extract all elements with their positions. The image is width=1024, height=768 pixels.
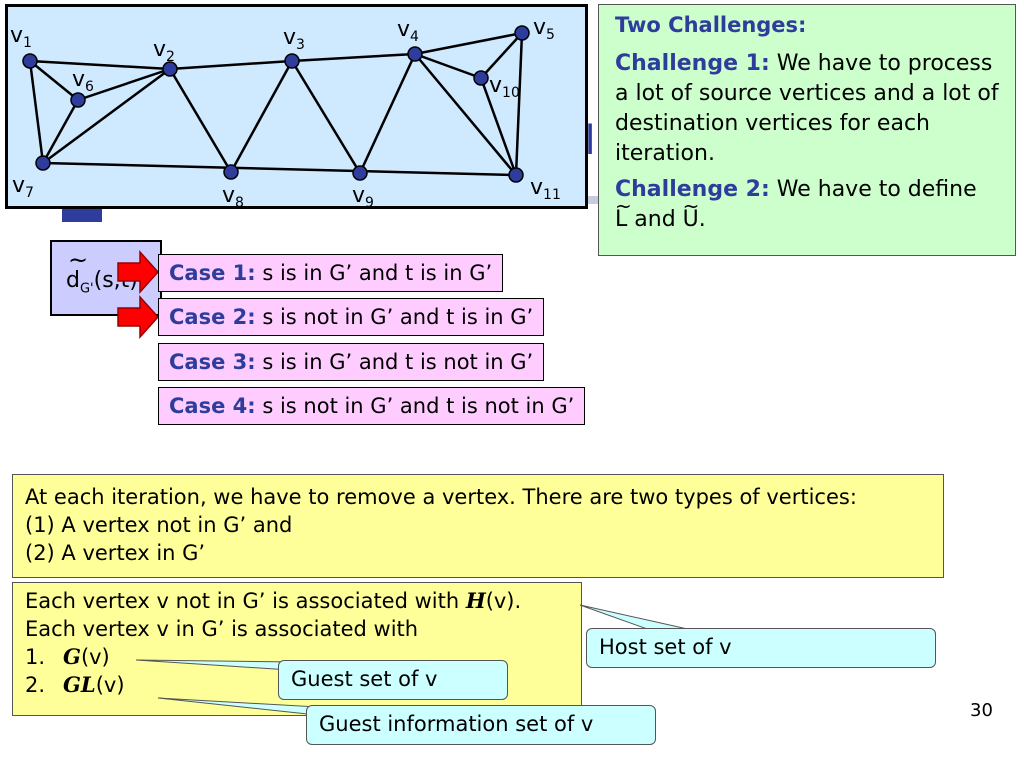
iteration-line-3: (2) A vertex in G’ <box>25 541 206 565</box>
host-set-symbol: H <box>465 588 486 613</box>
case-2-box: Case 2: s is not in G’ and t is in G’ <box>158 298 545 336</box>
challenge-2-text: We have to define <box>776 177 977 202</box>
graph-edge-v4-v11 <box>414 53 517 176</box>
graph-edge-v5-v11 <box>514 32 524 176</box>
graph-label-v2: v2 <box>153 37 175 65</box>
host-set-callout: Host set of v <box>586 628 936 668</box>
graph-edge-v9-v4 <box>358 53 417 174</box>
distance-tilde: ~ <box>68 246 89 274</box>
association-item-1: 1.G(v) <box>25 644 110 669</box>
graph-edge-v10-v11 <box>479 77 518 176</box>
case-4-box: Case 4: s is not in G’ and t is not in G… <box>158 387 586 425</box>
distance-subscript: G' <box>79 281 94 297</box>
graph-edge-v1-v6 <box>29 60 79 101</box>
graph-node-v1 <box>22 53 38 69</box>
u-tilde-symbol: ~U <box>682 194 700 232</box>
graph-node-v10 <box>473 70 489 86</box>
challenge-2-period: . <box>698 207 706 232</box>
graph-label-v3: v3 <box>283 25 305 53</box>
guest-info-set-callout: Guest information set of v <box>306 705 656 745</box>
guest-set-callout: Guest set of v <box>278 660 508 700</box>
association-item-2: 2.GL(v) <box>25 672 125 697</box>
case-text: s is not in G’ and t is in G’ <box>262 305 534 329</box>
graph-nodes <box>22 25 530 183</box>
graph-node-v2 <box>162 61 178 77</box>
challenge-1-label: Challenge 1: <box>615 51 770 76</box>
case-label: Case 1: <box>169 261 256 285</box>
distance-d: d <box>66 268 80 293</box>
challenge-2: Challenge 2: We have to define ~L and ~U… <box>615 175 1001 235</box>
graph-edge-v10-v5 <box>480 32 523 79</box>
case-text: s is not in G’ and t is not in G’ <box>262 394 575 418</box>
graph-edge-v3-v9 <box>290 60 362 174</box>
graph-diagram: v1 v2 v3 v4 v5 v6 v7 v8 v9 v10 v11 <box>10 15 561 209</box>
case-3-box: Case 3: s is in G’ and t is not in G’ <box>158 343 545 381</box>
graph-label-v9: v9 <box>352 183 374 209</box>
graph-edge-v2-v3 <box>169 59 293 71</box>
graph-edge-v6-v7 <box>41 99 80 164</box>
graph-label-v6: v6 <box>72 67 94 95</box>
graph-edge-v6-v2 <box>77 67 171 102</box>
graph-edge-v4-v10 <box>414 52 482 80</box>
graph-label-v10: v10 <box>489 73 520 101</box>
graph-node-v5 <box>514 25 530 41</box>
guest-info-set-symbol: GL <box>63 672 96 697</box>
graph-node-v7 <box>35 155 51 171</box>
host-callout-pointer <box>579 604 693 631</box>
case-1-box: Case 1: s is in G’ and t is in G’ <box>158 254 504 292</box>
graph-label-v1: v1 <box>10 23 32 51</box>
graph-edge-v8-v3 <box>229 60 294 173</box>
challenge-1: Challenge 1: We have to process a lot of… <box>615 49 1001 169</box>
page-number: 30 <box>970 700 993 721</box>
graph-label-v11: v11 <box>530 175 561 203</box>
case-label: Case 4: <box>169 394 256 418</box>
graph-edge-v1-v2 <box>29 59 171 71</box>
guest-set-symbol: G <box>63 644 81 669</box>
graph-label-v4: v4 <box>397 17 419 45</box>
graph-edge-v1-v7 <box>28 60 45 164</box>
challenges-box: Two Challenges: Challenge 1: We have to … <box>598 4 1016 256</box>
graph-edges <box>28 31 524 177</box>
iteration-box: At each iteration, we have to remove a v… <box>12 474 944 578</box>
graph-node-v3 <box>284 53 300 69</box>
red-arrow-icon <box>117 250 160 294</box>
graph-label-v5: v5 <box>533 15 555 43</box>
challenge-2-and: and <box>634 207 676 232</box>
graph-node-v8 <box>223 164 239 180</box>
graph-edge-v2-v8 <box>168 68 233 173</box>
iteration-line-1: At each iteration, we have to remove a v… <box>25 485 857 509</box>
graph-edge-v4-v5 <box>414 31 523 56</box>
case-text: s is in G’ and t is in G’ <box>262 261 493 285</box>
challenge-1-text: We have to process a lot of source verti… <box>615 51 999 166</box>
case-label: Case 2: <box>169 305 256 329</box>
graph-node-v6 <box>70 92 86 108</box>
case-label: Case 3: <box>169 350 256 374</box>
graph-edge-v7-v2 <box>42 67 171 165</box>
graph-node-v4 <box>407 46 423 62</box>
guest-callout-pointer <box>135 659 302 671</box>
case-text: s is in G’ and t is not in G’ <box>262 350 534 374</box>
graph-edge-v3-v4 <box>291 52 416 63</box>
graph-label-v8: v8 <box>222 183 244 209</box>
graph-edge-v7-v11 <box>42 161 517 177</box>
challenges-heading: Two Challenges: <box>615 13 807 37</box>
association-line-1: Each vertex v not in G’ is associated wi… <box>25 588 522 613</box>
graph-node-v9 <box>352 165 368 181</box>
association-line-2: Each vertex v in G’ is associated with <box>25 617 419 641</box>
iteration-line-2: (1) A vertex not in G’ and <box>25 513 293 537</box>
graph-label-v7: v7 <box>12 173 34 201</box>
challenge-2-label: Challenge 2: <box>615 177 770 202</box>
red-arrow-icon <box>117 295 160 339</box>
graph-node-v11 <box>508 167 524 183</box>
graph-labels: v1 v2 v3 v4 v5 v6 v7 v8 v9 v10 v11 <box>10 15 561 209</box>
